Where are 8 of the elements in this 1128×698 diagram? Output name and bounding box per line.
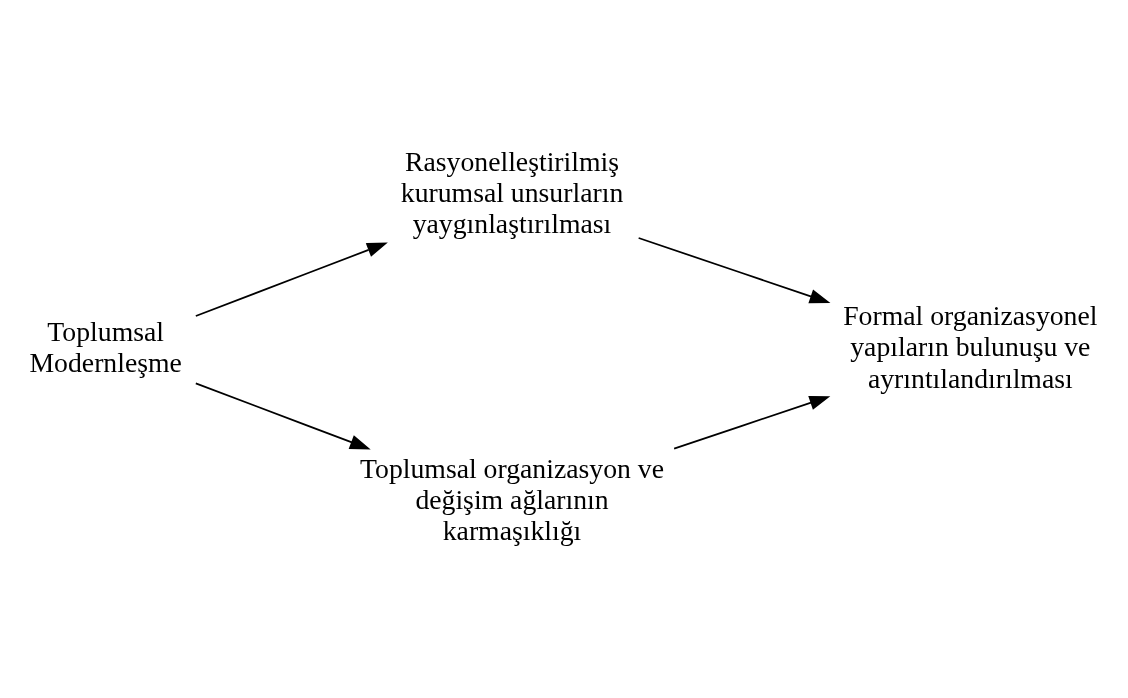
arrow bbox=[194, 382, 371, 450]
arrow bbox=[637, 237, 831, 304]
node-text: Toplumsal organizasyon ve değişim ağlarının karmaşıklığı bbox=[360, 452, 664, 547]
node-text: Toplumsal Modernleşme bbox=[29, 315, 182, 379]
node-text: Rasyonelleştirilmiş kurumsal unsurların yaygınlaştırılması bbox=[400, 146, 624, 240]
arrow bbox=[673, 395, 831, 450]
arrow bbox=[194, 242, 388, 317]
node-text: Formal organizasyonel yapıların bulunuşu ve ayrıntılandırılması bbox=[843, 300, 1098, 394]
